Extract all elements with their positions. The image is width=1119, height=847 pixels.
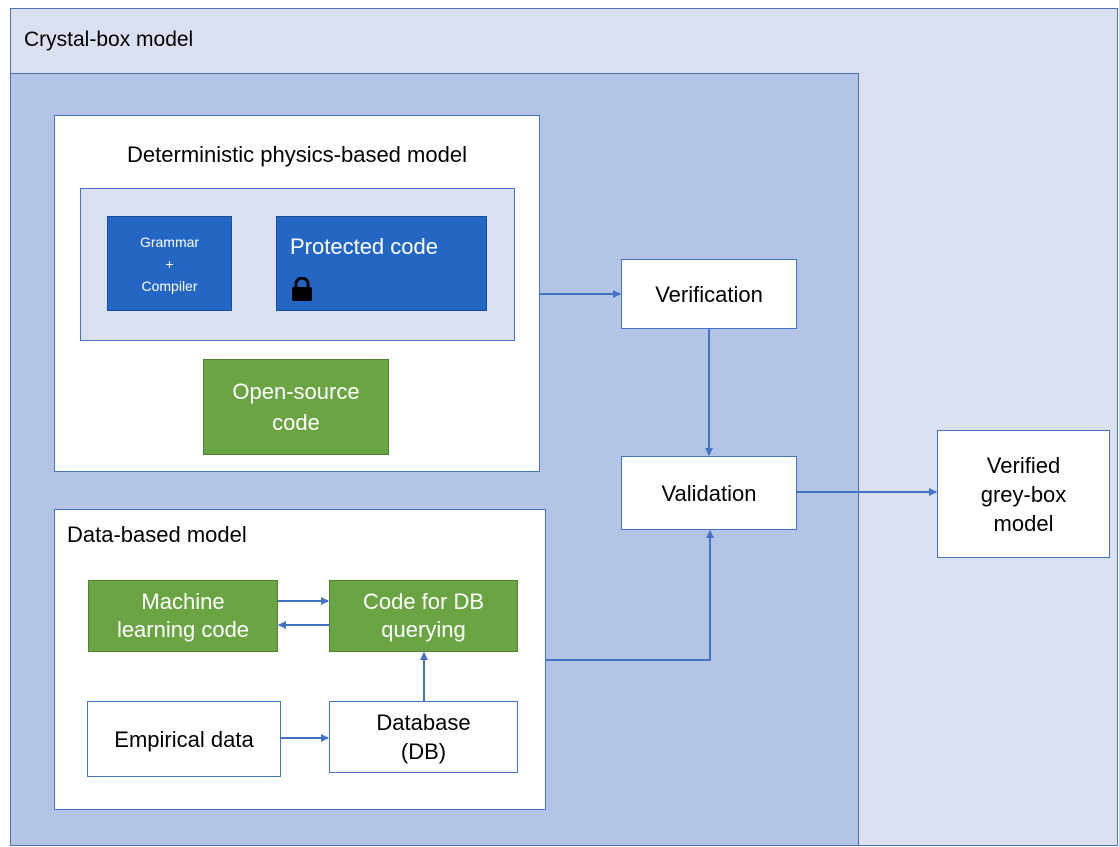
open-source-line-1: Open-source bbox=[232, 379, 360, 404]
verification-box: Verification bbox=[621, 259, 797, 329]
grammar-line-3: Compiler bbox=[141, 277, 198, 294]
data-model-title: Data-based model bbox=[67, 522, 247, 547]
database-line-1: Database bbox=[376, 710, 471, 735]
protected-code-box: Protected code bbox=[276, 216, 487, 311]
open-source-code-box: Open-source code bbox=[203, 359, 389, 455]
verified-grey-box-model-box: Verified grey-box model bbox=[937, 430, 1110, 558]
machine-learning-code-box: Machine learning code bbox=[88, 580, 278, 652]
ml-line-2: learning code bbox=[116, 617, 250, 642]
db-querying-code-box: Code for DB querying bbox=[329, 580, 518, 652]
database-line-2: (DB) bbox=[400, 739, 447, 764]
empirical-data-label: Empirical data bbox=[114, 726, 254, 752]
protected-code-label: Protected code bbox=[290, 234, 438, 259]
db-query-line-1: Code for DB bbox=[362, 589, 485, 614]
verification-label: Verification bbox=[655, 281, 763, 307]
verified-line-3: model bbox=[993, 510, 1054, 536]
lock-icon bbox=[292, 277, 312, 301]
open-source-line-2: code bbox=[272, 410, 320, 435]
grammar-line-1: Grammar bbox=[139, 233, 200, 250]
arrow-data-model-to-validation bbox=[546, 530, 714, 661]
crystal-box-label: Crystal-box model bbox=[24, 28, 194, 51]
verified-line-2: grey-box bbox=[980, 481, 1067, 507]
db-query-line-2: querying bbox=[381, 617, 466, 642]
database-box: Database (DB) bbox=[329, 701, 518, 773]
empirical-data-box: Empirical data bbox=[87, 701, 281, 777]
ml-line-1: Machine bbox=[141, 589, 225, 614]
physics-model-title: Deterministic physics-based model bbox=[127, 142, 467, 167]
validation-box: Validation bbox=[621, 456, 797, 530]
validation-label: Validation bbox=[661, 480, 757, 506]
verified-line-1: Verified bbox=[986, 452, 1061, 478]
grammar-line-2: + bbox=[165, 255, 174, 272]
grammar-compiler-box: Grammar + Compiler bbox=[107, 216, 232, 311]
